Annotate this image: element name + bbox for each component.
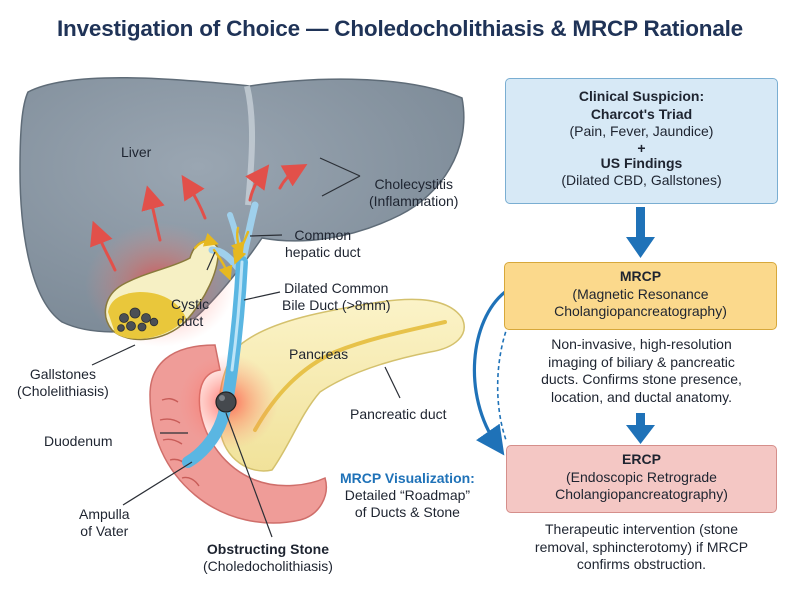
label-gallstones-line1: Gallstones bbox=[29, 366, 96, 382]
label-liver: Liver bbox=[121, 144, 152, 160]
label-cystic-line1: Cystic bbox=[171, 296, 210, 312]
label-cholecystitis: Cholecystitis (Inflammation) bbox=[369, 176, 458, 210]
page-title: Investigation of Choice — Choledocholith… bbox=[56, 16, 743, 41]
mrcp-sub-line2: Cholangiopancreatography) bbox=[554, 303, 727, 319]
suspicion-plus: + bbox=[637, 139, 646, 156]
ercp-desc-line2: removal, sphincterotomy) if MRCP bbox=[534, 538, 749, 555]
label-dilated-cbd: Dilated Common Bile Duct (>8mm) bbox=[282, 280, 391, 314]
inflammation-arrows bbox=[90, 164, 308, 272]
ercp-heading: ERCP bbox=[622, 451, 661, 467]
clinical-suspicion-box: Clinical Suspicion: Charcot's Triad (Pai… bbox=[505, 78, 778, 204]
mrcp-desc-line3: ducts. Confirms stone presence, bbox=[541, 371, 742, 387]
flow-arrow-suspicion-to-mrcp bbox=[626, 207, 655, 258]
label-common-hepatic-duct: Common hepatic duct bbox=[285, 227, 361, 261]
ercp-box: ERCP (Endoscopic Retrograde Cholangiopan… bbox=[506, 445, 777, 513]
gallstones-cluster bbox=[117, 307, 159, 332]
label-viz-line2: of Ducts & Stone bbox=[354, 504, 460, 520]
ercp-desc-line3: confirms obstruction. bbox=[576, 556, 707, 572]
label-cholecystitis-line1: Cholecystitis bbox=[374, 176, 454, 192]
suspicion-heading: Clinical Suspicion: bbox=[578, 88, 705, 104]
mrcp-sub-line1: (Magnetic Resonance bbox=[572, 285, 709, 302]
duodenum-folds bbox=[159, 397, 200, 487]
label-gallstones: Gallstones (Cholelithiasis) bbox=[17, 366, 109, 400]
label-stone-line2: (Choledocholithiasis) bbox=[203, 558, 333, 574]
common-bile-duct-highlight bbox=[230, 260, 244, 372]
label-ampulla-line1: Ampulla bbox=[79, 506, 130, 522]
label-chd-line2: hepatic duct bbox=[285, 244, 361, 260]
label-obstructing-stone: Obstructing Stone (Choledocholithiasis) bbox=[203, 541, 333, 575]
label-cholecystitis-line2: (Inflammation) bbox=[369, 193, 459, 209]
mrcp-box: MRCP (Magnetic Resonance Cholangiopancre… bbox=[504, 262, 777, 330]
label-cbd-line1: Dilated Common bbox=[284, 280, 389, 296]
label-chd-line1: Common bbox=[294, 227, 352, 243]
label-viz-line1: Detailed “Roadmap” bbox=[344, 487, 471, 503]
label-ampulla-line2: of Vater bbox=[80, 523, 129, 539]
label-cystic-duct: Cystic duct bbox=[171, 296, 209, 330]
label-cbd-line2: Bile Duct (>8mm) bbox=[282, 297, 391, 313]
label-pancreas: Pancreas bbox=[289, 346, 349, 362]
mrcp-description: Non-invasive, high-resolution imaging of… bbox=[505, 336, 778, 406]
label-mrcp-visualization: MRCP Visualization: Detailed “Roadmap” o… bbox=[340, 470, 475, 521]
suspicion-triad-detail: (Pain, Fever, Jaundice) bbox=[569, 123, 714, 139]
mrcp-desc-line2: imaging of biliary & pancreatic bbox=[548, 353, 735, 370]
mrcp-heading: MRCP bbox=[619, 268, 662, 284]
ercp-sub-line2: Cholangiopancreatography) bbox=[555, 486, 728, 502]
obstructing-stone bbox=[215, 391, 237, 413]
label-ampulla: Ampulla of Vater bbox=[79, 506, 130, 540]
falciform-ligament bbox=[244, 85, 256, 206]
suspicion-us-detail: (Dilated CBD, Gallstones) bbox=[561, 172, 722, 188]
ercp-desc-line1: Therapeutic intervention (stone bbox=[545, 521, 738, 537]
label-duodenum: Duodenum bbox=[44, 433, 113, 449]
bile-flow-arrows bbox=[193, 226, 250, 281]
suspicion-us-heading: US Findings bbox=[600, 154, 683, 171]
flow-arrow-mrcp-to-ercp bbox=[626, 413, 655, 444]
suspicion-triad: Charcot's Triad bbox=[590, 105, 693, 122]
obstructing-stone-shine bbox=[219, 395, 225, 401]
label-cystic-line2: duct bbox=[176, 313, 204, 329]
mrcp-visualization-curved-arrow bbox=[472, 290, 507, 456]
ercp-sub-line1: (Endoscopic Retrograde bbox=[566, 468, 717, 485]
ercp-description: Therapeutic intervention (stone removal,… bbox=[505, 521, 778, 574]
leader-lines bbox=[91, 157, 401, 538]
mrcp-desc-line1: Non-invasive, high-resolution bbox=[551, 336, 732, 352]
label-gallstones-line2: (Cholelithiasis) bbox=[17, 383, 109, 399]
label-viz-heading: MRCP Visualization: bbox=[340, 470, 475, 486]
mrcp-desc-line4: location, and ductal anatomy. bbox=[550, 388, 733, 405]
label-pancreatic-duct: Pancreatic duct bbox=[350, 406, 447, 422]
label-stone-line1: Obstructing Stone bbox=[206, 541, 330, 557]
